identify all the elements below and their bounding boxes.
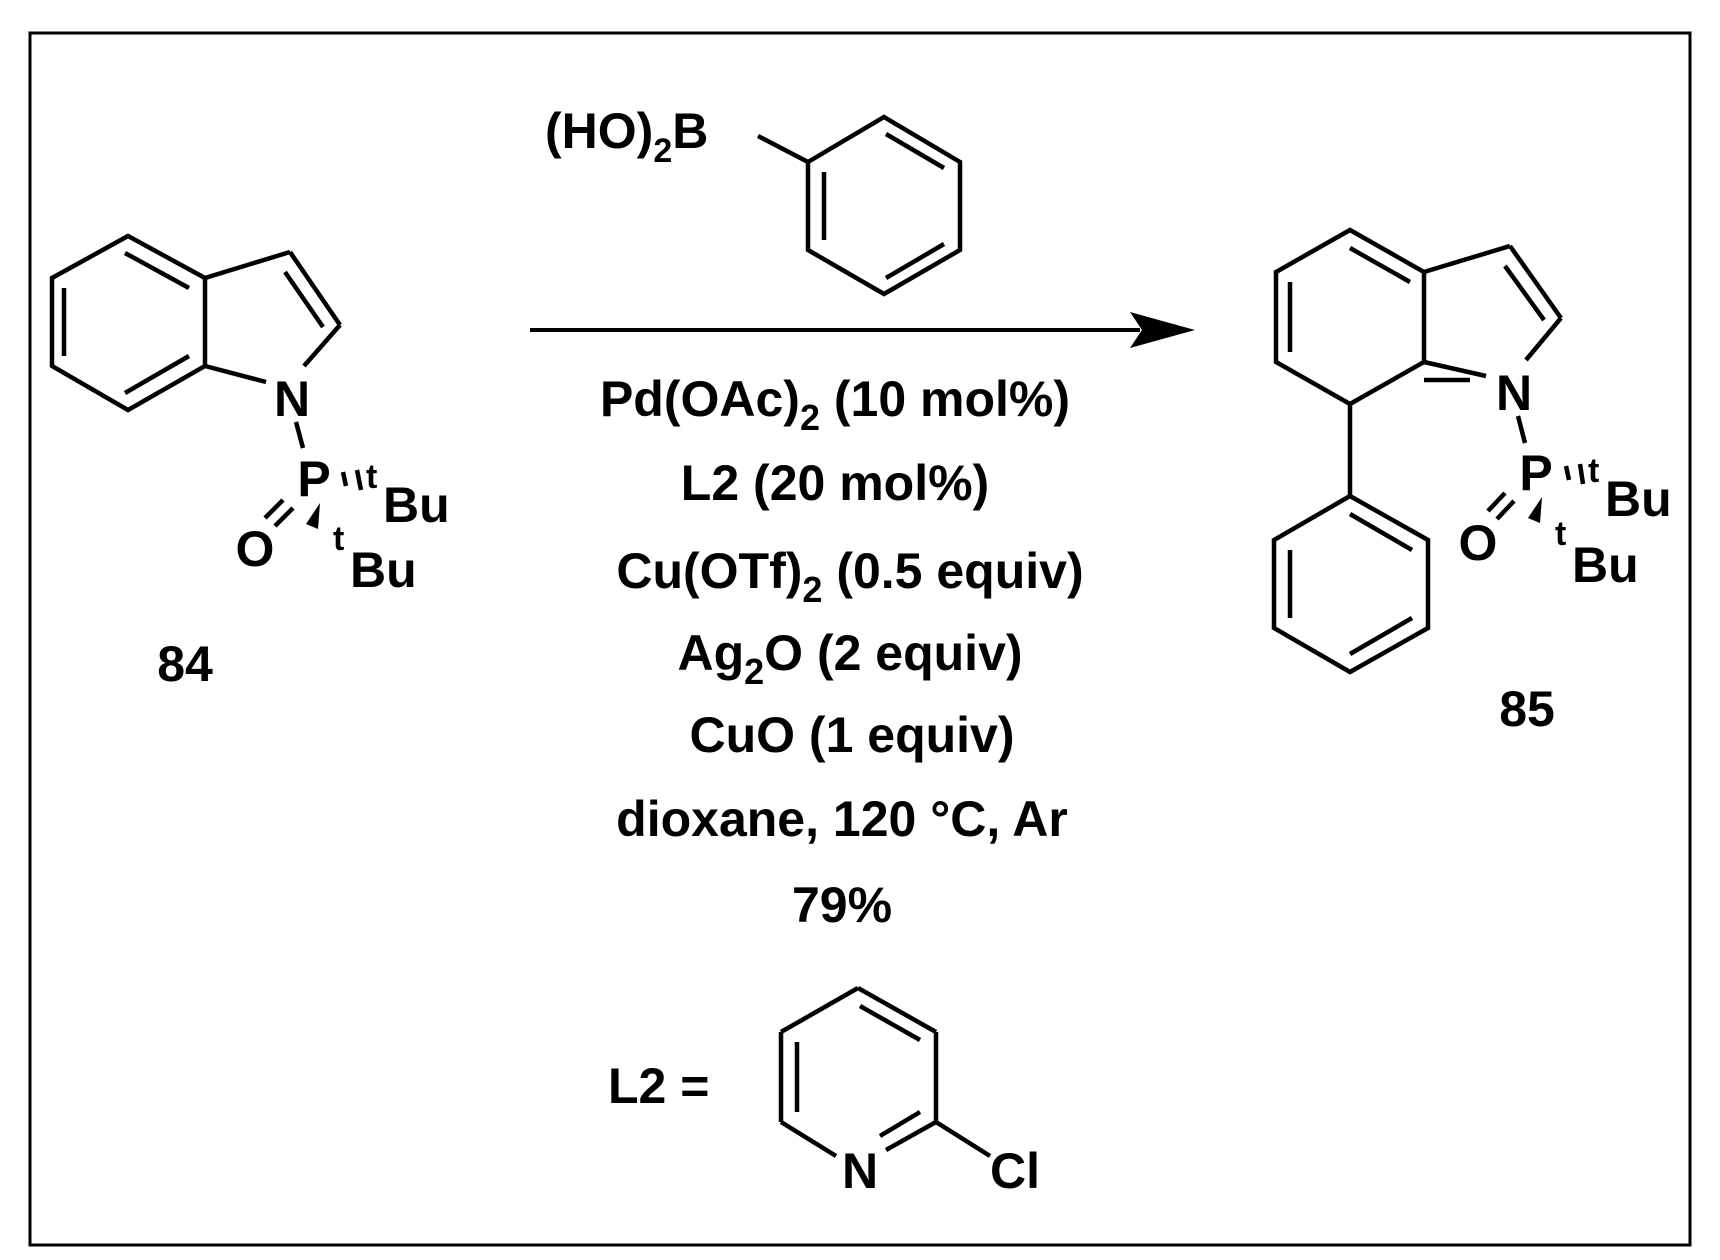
tbu-superscript-upper: t: [1588, 452, 1599, 490]
condition-copper-oxide: CuO (1 equiv): [689, 707, 1014, 763]
boronic-subscript: 2: [653, 132, 672, 170]
compound-number-85: 85: [1499, 681, 1555, 737]
tbu-label-upper: Bu: [383, 477, 450, 533]
pyridine-nitrogen-label: N: [842, 1143, 878, 1199]
boronic-hydroxyl-text: (HO): [545, 103, 653, 159]
ligand-label: L2 =: [608, 1058, 709, 1114]
nitrogen-label: N: [1496, 365, 1532, 421]
catalyst-loading: (10 mol%): [820, 371, 1070, 427]
nitrogen-label: N: [274, 371, 310, 427]
ligand-2-chloropyridine: L2 = N Cl: [608, 986, 1040, 1199]
tbu-label-upper: Bu: [1605, 471, 1672, 527]
indole-phosphinoyl-structure-85: N P O t Bu t Bu: [1271, 227, 1672, 675]
catalyst-subscript: 2: [800, 397, 820, 438]
condition-copper-triflate: Cu(OTf)2 (0.5 equiv): [616, 543, 1083, 610]
condition-silver-oxide: Ag2O (2 equiv): [677, 625, 1022, 692]
reaction-conditions: Pd(OAc)2 (10 mol%) L2 (20 mol%) Cu(OTf)2…: [600, 371, 1084, 933]
tbu-label-lower: Bu: [350, 542, 417, 598]
silver-oxide-subscript: 2: [744, 651, 764, 692]
tbu-label-lower: Bu: [1572, 537, 1639, 593]
compound-number-84: 84: [157, 636, 213, 692]
boron-atom: B: [672, 103, 708, 159]
tbu-superscript-lower: t: [1555, 515, 1566, 553]
silver-oxide-text: Ag: [677, 625, 744, 681]
copper-triflate-text: Cu(OTf): [616, 543, 802, 599]
condition-catalyst: Pd(OAc)2 (10 mol%): [600, 371, 1070, 438]
tbu-superscript-lower: t: [333, 520, 344, 558]
oxygen-label: O: [236, 521, 275, 577]
reaction-arrow: [530, 312, 1195, 348]
phosphorus-label: P: [297, 451, 330, 507]
silver-oxide-amount: O (2 equiv): [764, 625, 1022, 681]
reaction-yield: 79%: [792, 877, 892, 933]
indole-phosphinoyl-structure-84: N P O t Bu t Bu: [49, 233, 450, 598]
oxygen-label: O: [1459, 515, 1498, 571]
catalyst-text: Pd(OAc): [600, 371, 800, 427]
chlorine-label: Cl: [990, 1143, 1040, 1199]
phenylboronic-acid-structure: (HO)2B: [545, 103, 963, 297]
frame-border: [28, 31, 1692, 1247]
copper-triflate-subscript: 2: [802, 569, 822, 610]
boronic-acid-label: (HO)2B: [545, 103, 708, 170]
condition-solvent-temperature: dioxane, 120 °C, Ar: [616, 791, 1068, 847]
tbu-superscript-upper: t: [366, 458, 377, 496]
condition-ligand: L2 (20 mol%): [681, 455, 989, 511]
phosphorus-label: P: [1519, 445, 1552, 501]
copper-triflate-amount: (0.5 equiv): [822, 543, 1083, 599]
